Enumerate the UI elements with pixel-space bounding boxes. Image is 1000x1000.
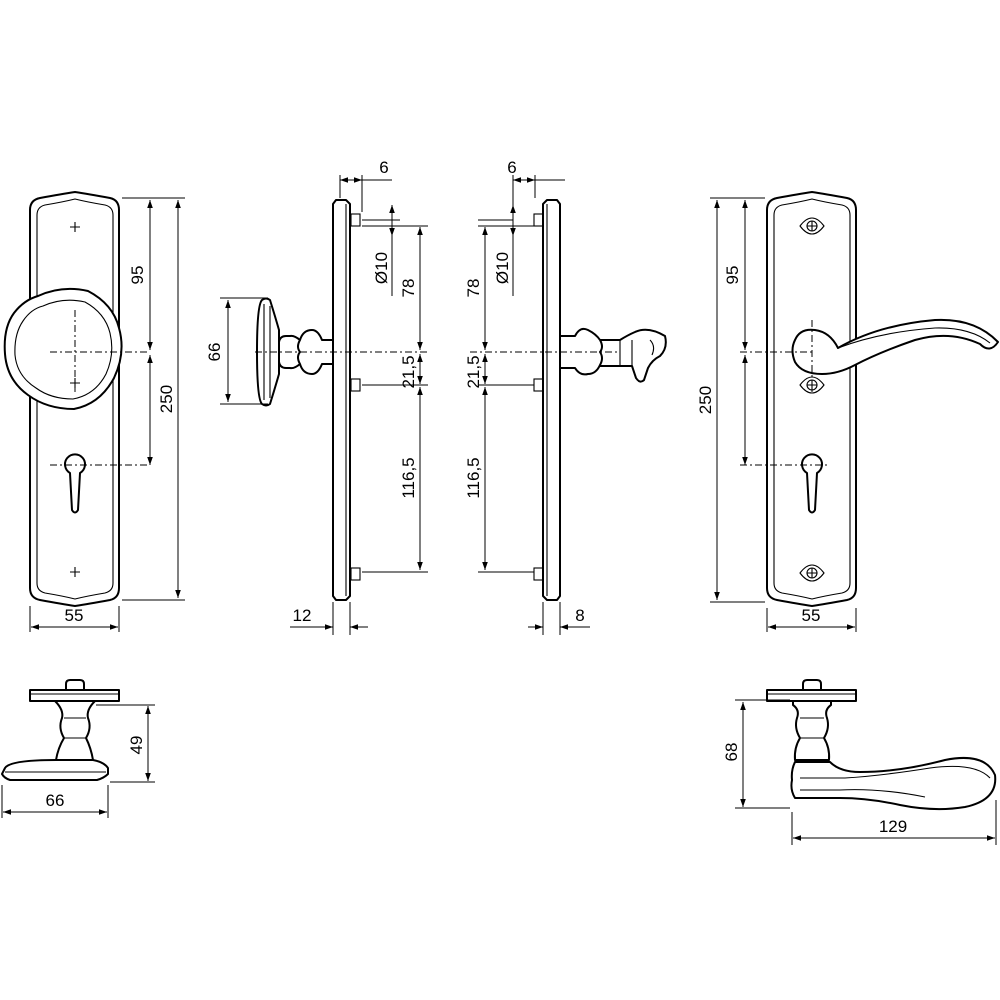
side-lever-profile <box>559 327 667 383</box>
side-knob-ext-lines <box>220 175 428 635</box>
top-knob-neck <box>54 700 96 761</box>
side-lever-middle-label: 21,5 <box>464 355 483 388</box>
keyhole-outline <box>64 453 86 514</box>
front-lever-height-label: 250 <box>696 386 715 414</box>
side-knob-lower-label: 116,5 <box>399 457 418 498</box>
side-plate-knob <box>332 199 351 601</box>
screw-rosette-top <box>799 217 825 235</box>
screw-rosette-bottom <box>799 564 825 582</box>
screw-mark-middle <box>70 378 80 388</box>
side-lever-ext-lines <box>478 175 561 635</box>
top-lever-ext-lines <box>735 699 997 845</box>
side-lever-lower-label: 116,5 <box>464 457 483 498</box>
pin-bottom <box>350 567 361 581</box>
top-lever-handle-inner <box>800 765 991 798</box>
top-lever-neck <box>792 700 832 761</box>
top-lever-view: 68 129 <box>722 679 997 845</box>
lever-pin-mid <box>533 378 544 392</box>
side-lever-detail <box>619 339 655 366</box>
screw-mark-top <box>70 222 80 232</box>
extension-lines <box>29 197 185 632</box>
knob-rosette <box>3 287 123 410</box>
pin-top <box>350 213 361 227</box>
front-knob-height-label: 250 <box>157 385 176 413</box>
top-knob-neck-inner <box>64 717 86 739</box>
front-lever-width-label: 55 <box>802 606 821 625</box>
side-lever-diameter-label: Ø10 <box>493 252 512 284</box>
top-knob-width-label: 66 <box>46 791 65 810</box>
knob-rosette-inner <box>14 299 113 400</box>
side-knob-offset-label: 12 <box>293 606 312 625</box>
top-lever-neck-inner <box>800 717 824 739</box>
side-knob-upper-label: 78 <box>399 279 418 298</box>
lever-pin-top <box>533 213 544 227</box>
top-knob-rose <box>1 759 109 781</box>
side-lever-pin-label: 6 <box>507 158 516 177</box>
front-knob-width-label: 55 <box>65 606 84 625</box>
top-knob-plate <box>29 679 120 702</box>
top-knob-view: 49 66 <box>1 679 155 818</box>
side-lever-upper-label: 78 <box>464 279 483 298</box>
side-lever-thickness-label: 8 <box>575 606 584 625</box>
lever-plate-inner <box>773 198 851 600</box>
knob-plate-inner-outline <box>36 198 114 600</box>
front-lever-spacing-label: 95 <box>723 266 742 285</box>
front-lever-view: 95 250 55 <box>696 191 999 632</box>
side-knob-projection-label: 66 <box>205 343 224 362</box>
top-lever-handle <box>790 756 997 811</box>
pin-mid <box>350 378 361 392</box>
side-knob-view: 66 6 Ø10 78 21,5 116,5 12 <box>205 158 430 635</box>
screw-mark-bottom <box>70 567 80 577</box>
side-plate-lever <box>542 199 561 601</box>
knob-plate-outline <box>29 191 120 607</box>
lever-plate-ext-lines <box>710 197 857 632</box>
lever-plate-outline <box>766 191 857 607</box>
front-knob-view: 95 250 55 <box>3 191 185 632</box>
top-knob-height-label: 49 <box>127 736 146 755</box>
lever-handle-front <box>791 318 999 375</box>
lever-keyhole <box>801 453 823 514</box>
front-knob-spacing-label: 95 <box>128 266 147 285</box>
side-knob-pin-label: 6 <box>379 158 388 177</box>
top-lever-height-label: 68 <box>722 743 741 762</box>
lever-handle-inner <box>837 327 991 349</box>
side-lever-view: 6 Ø10 78 21,5 116,5 8 <box>464 158 667 635</box>
top-lever-length-label: 129 <box>879 817 907 836</box>
side-knob-diameter-label: Ø10 <box>372 252 391 284</box>
top-lever-plate <box>766 679 857 702</box>
side-knob-middle-label: 21,5 <box>399 355 418 388</box>
top-knob-ext-lines <box>1 704 155 818</box>
lever-pin-bottom <box>533 567 544 581</box>
lever-plate-centerline <box>740 320 830 466</box>
